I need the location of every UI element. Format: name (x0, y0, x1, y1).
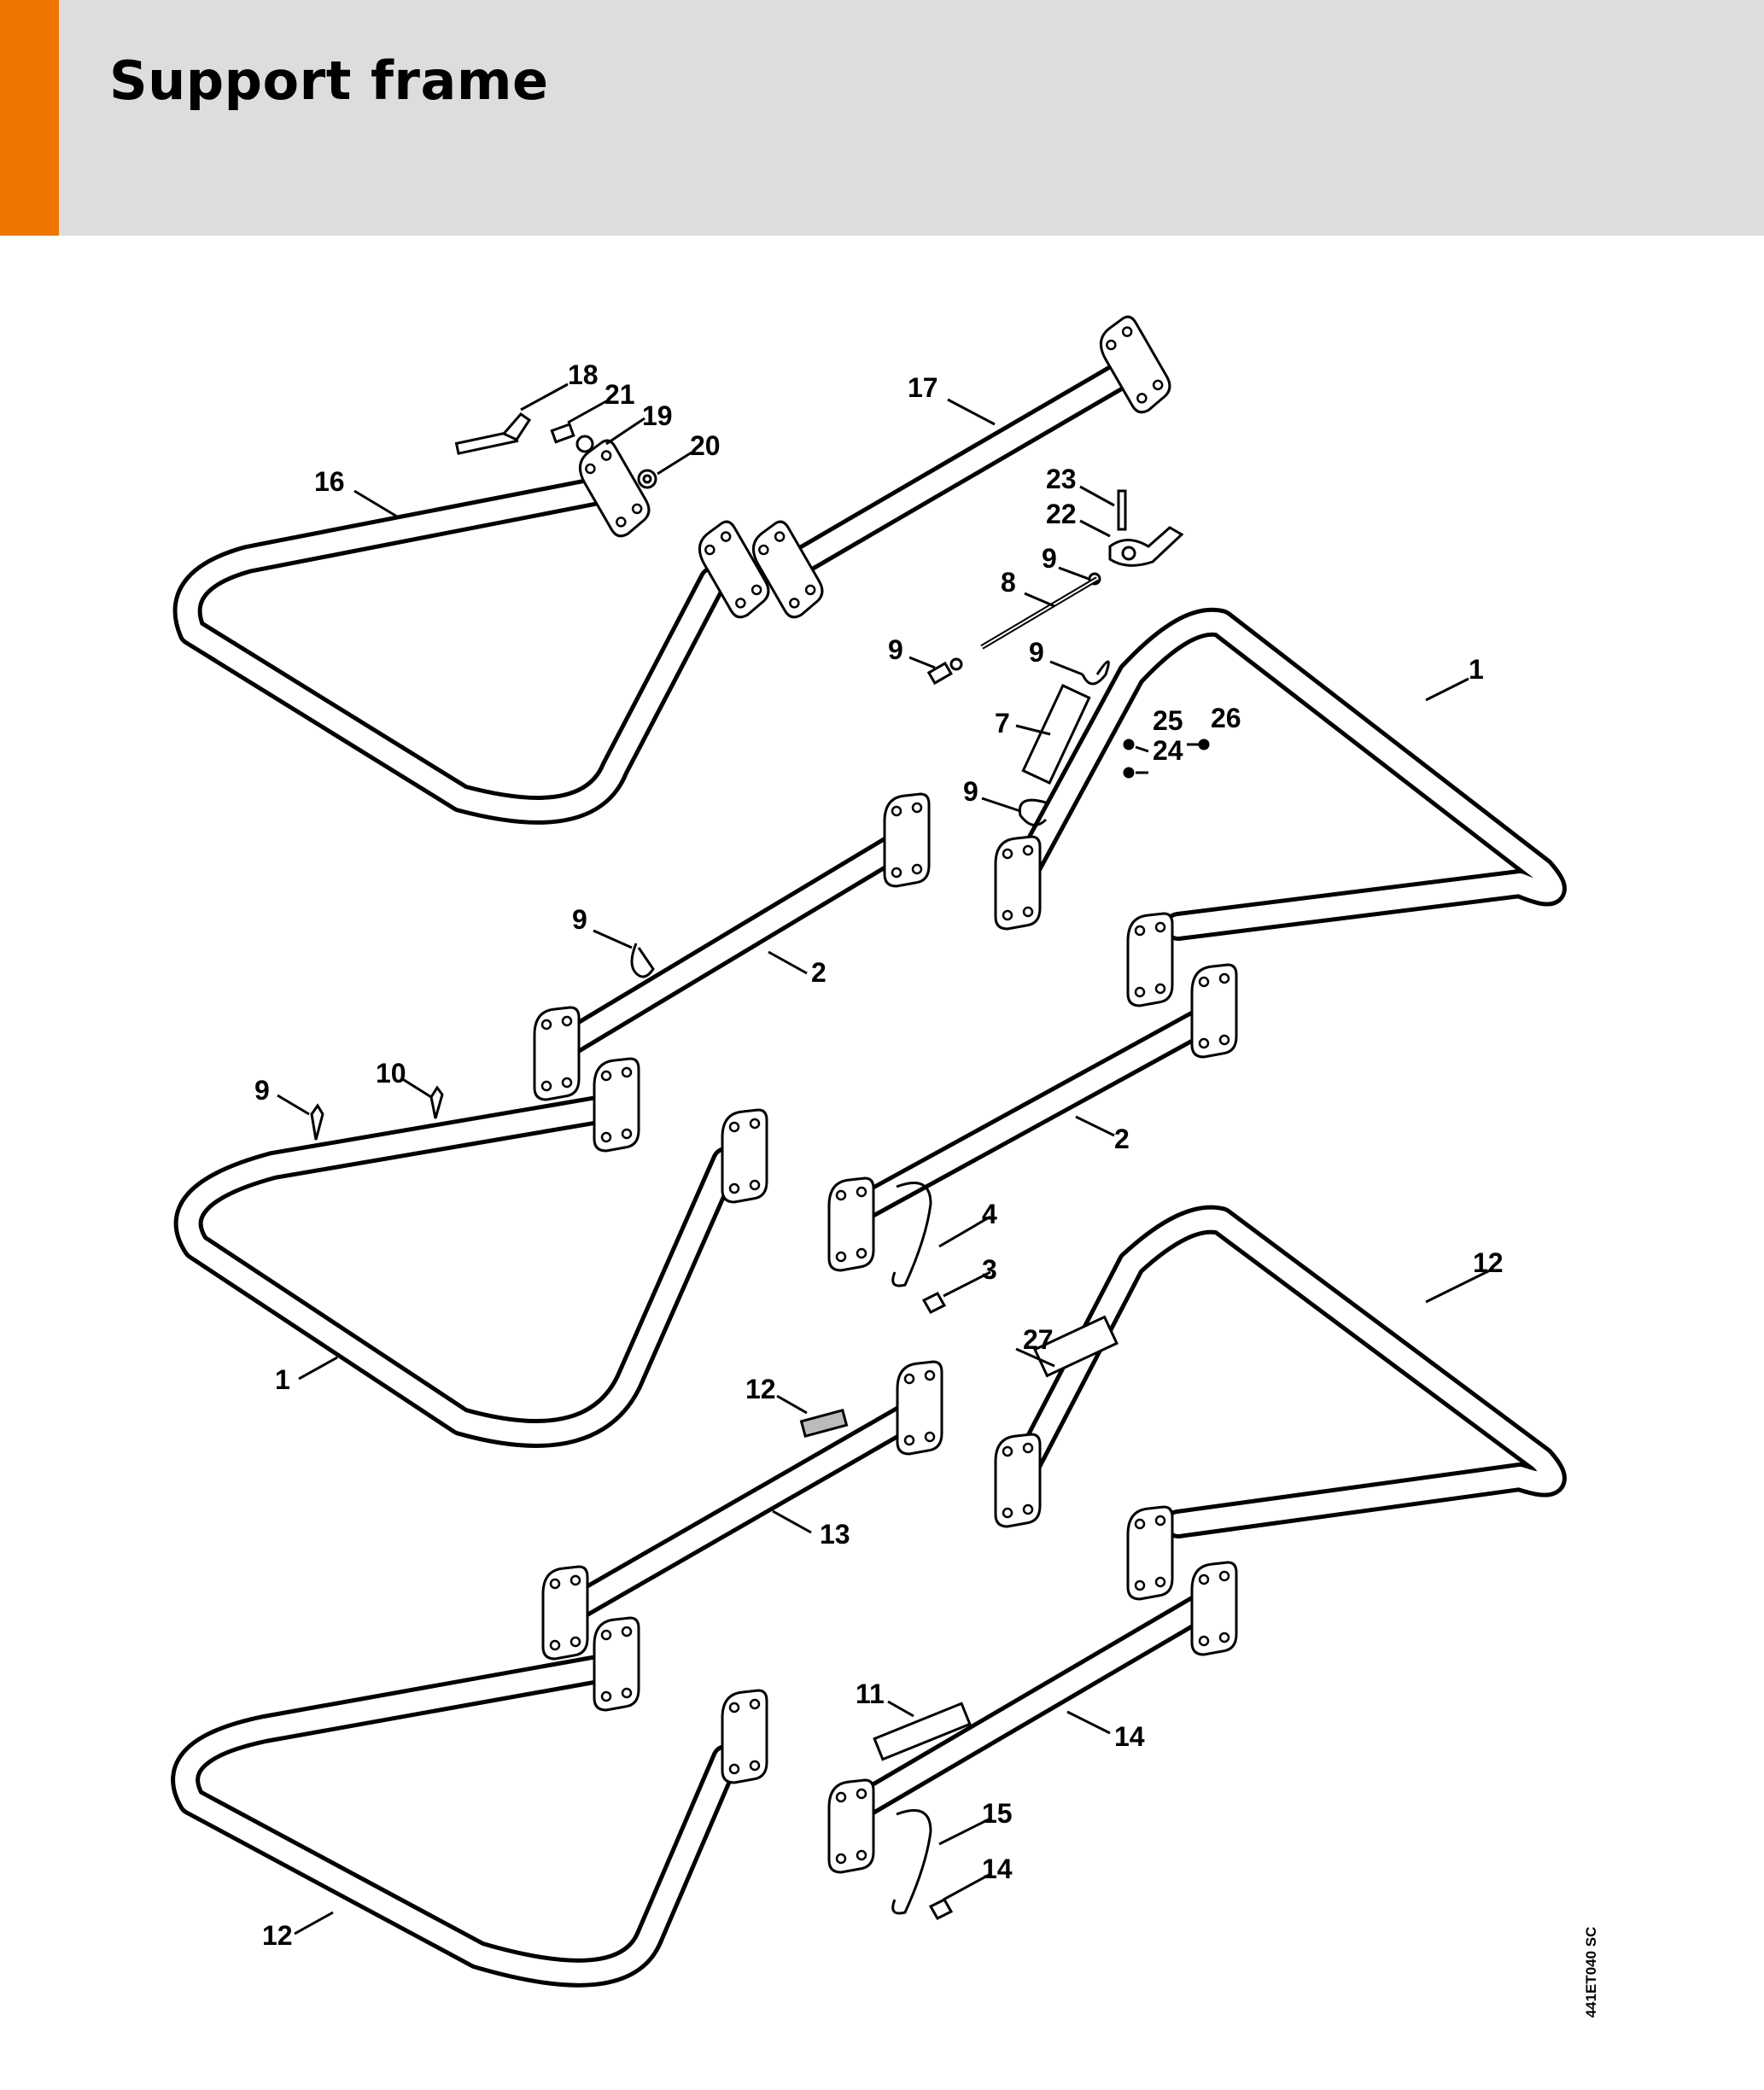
header-bar: Support frame (0, 0, 1764, 236)
callout-12b: 12 (262, 1920, 293, 1951)
callout-labels: 16 17 18 21 19 20 23 22 9 8 9 9 1 7 25 2… (254, 359, 1504, 1951)
callout-2b: 2 (1114, 1124, 1130, 1154)
callout-9c: 9 (572, 904, 587, 935)
callout-7: 9 (1042, 543, 1057, 574)
callout-1b: 1 (275, 1364, 290, 1395)
callout-11: 12 (745, 1374, 776, 1404)
callout-9b: 9 (963, 776, 978, 807)
callout-8: 9 (888, 634, 903, 665)
leader-lines (277, 382, 1491, 1935)
callout-25: 25 (1153, 705, 1183, 736)
callout-2a: 2 (811, 957, 827, 988)
callout-9d: 9 (254, 1075, 270, 1106)
page-title: Support frame (109, 50, 549, 112)
callout-27: 27 (1023, 1324, 1054, 1355)
callout-20: 20 (690, 430, 721, 461)
callout-22: 22 (1046, 499, 1077, 529)
support-frame-tubes (171, 357, 1567, 1988)
callout-24: 24 (1153, 735, 1183, 766)
callout-1a: 1 (1469, 654, 1484, 685)
drawing-code-text: 441ET040 SC (1583, 1926, 1599, 2018)
callout-14: 14 (982, 1854, 1013, 1884)
callout-5: 7 (995, 708, 1010, 739)
drawing-code: 441ET040 SC (1574, 1904, 1609, 2040)
callout-12a: 12 (1473, 1247, 1504, 1278)
callout-21: 21 (605, 379, 635, 410)
callout-3: 3 (982, 1254, 997, 1285)
callout-13b: 14 (1114, 1721, 1145, 1752)
callout-10: 11 (856, 1678, 885, 1709)
callout-4: 4 (982, 1199, 997, 1229)
callout-16: 16 (314, 466, 345, 497)
small-parts (310, 412, 1210, 1920)
callout-19: 19 (642, 400, 673, 431)
callout-18: 18 (568, 359, 599, 390)
callout-13a: 13 (820, 1519, 850, 1550)
callout-9e: 10 (376, 1058, 406, 1089)
callout-23: 23 (1046, 464, 1077, 494)
accent-stripe (0, 0, 59, 236)
callout-26: 26 (1211, 703, 1241, 733)
callout-6: 8 (1001, 567, 1016, 598)
callout-17: 17 (908, 372, 938, 403)
callout-15: 15 (982, 1798, 1013, 1829)
callout-9a: 9 (1029, 637, 1044, 668)
